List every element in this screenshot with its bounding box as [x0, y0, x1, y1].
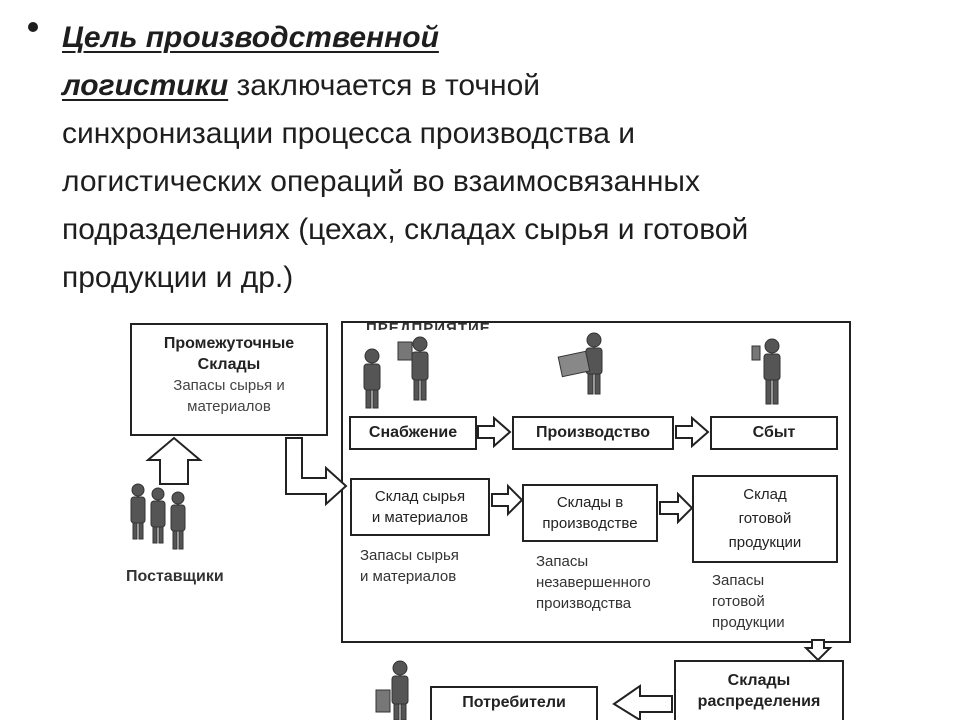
raw-stock-line-1: Запасы сырья: [360, 547, 459, 564]
raw-stock-line-2: и материалов: [360, 568, 457, 585]
raw-warehouse-box: Склад сырья и материалов: [350, 478, 490, 536]
workers-supply-icon: [363, 336, 429, 409]
arrow-prod-to-fg: [659, 491, 694, 525]
arrow-production-sales: [675, 415, 710, 449]
arrow-supply-production: [477, 415, 512, 449]
raw-warehouse-line-1: Склад сырья: [374, 488, 466, 505]
wip-stock-line-3: производства: [536, 595, 632, 612]
fg-warehouse-line-2: готовой: [738, 510, 792, 527]
fg-warehouse-line-1: Склад: [743, 486, 787, 503]
term-highlight-1: Цель производственной: [62, 21, 439, 54]
wip-stock-line-2: незавершенного: [536, 574, 651, 591]
arrow-suppliers-up: [145, 436, 203, 485]
consumers-box: Потребители: [430, 686, 598, 720]
intermediate-warehouses-box: Промежуточные Склады Запасы сырья и мате…: [130, 323, 328, 436]
raw-warehouse-line-2: и материалов: [371, 509, 469, 526]
bullet-point: [28, 22, 38, 32]
suppliers-label: Поставщики: [126, 568, 224, 585]
arrow-intermediate-to-raw: [285, 437, 348, 507]
fg-warehouse-line-3: продукции: [728, 534, 802, 551]
production-warehouses-line-1: Склады в: [556, 494, 624, 511]
fg-stock-line-1: Запасы: [712, 572, 765, 589]
worker-sales-icon: [751, 338, 781, 405]
supply-box: Снабжение: [349, 416, 477, 450]
enterprise-label: ПРЕДПРИЯТИЕ: [366, 320, 491, 330]
intermediate-title-2: Склады: [197, 356, 261, 373]
intermediate-sub-1: Запасы сырья и: [173, 377, 285, 394]
wip-stock-caption: Запасы незавершенного производства: [536, 551, 651, 614]
bullet-line-4: логистических операций во взаимосвязанны…: [62, 165, 700, 198]
term-highlight-2: логистики: [62, 69, 229, 102]
distribution-line-1: Склады: [727, 672, 791, 689]
fg-stock-caption: Запасы готовой продукции: [712, 570, 785, 633]
sales-box: Сбыт: [710, 416, 838, 450]
suppliers-icon: [130, 483, 186, 550]
worker-production-icon: [557, 332, 603, 395]
arrow-to-consumers: [612, 684, 673, 720]
consumers-icon: [375, 660, 409, 720]
arrow-to-distribution: [803, 639, 833, 662]
bullet-text: Цель производственной логистики заключае…: [62, 14, 957, 302]
arrow-raw-to-prod: [491, 483, 524, 517]
fg-stock-line-2: готовой: [712, 593, 765, 610]
production-warehouses-box: Склады в производстве: [522, 484, 658, 542]
intermediate-title-1: Промежуточные: [163, 335, 295, 352]
bullet-line-2-rest: заключается в точной: [228, 69, 541, 102]
wip-stock-line-1: Запасы: [536, 553, 589, 570]
bullet-line-5: подразделениях (цехах, складах сырья и г…: [62, 213, 749, 246]
production-box: Производство: [512, 416, 674, 450]
production-warehouses-line-2: производстве: [542, 515, 638, 532]
distribution-line-2: распределения: [697, 693, 821, 710]
distribution-warehouses-box: Склады распределения: [674, 660, 844, 720]
raw-stock-caption: Запасы сырья и материалов: [360, 545, 459, 587]
bullet-line-3: синхронизации процесса производства и: [62, 117, 636, 150]
intermediate-sub-2: материалов: [187, 398, 271, 415]
fg-stock-line-3: продукции: [712, 614, 785, 631]
bullet-line-6: продукции и др.): [62, 261, 294, 294]
finished-goods-warehouse-box: Склад готовой продукции: [692, 475, 838, 563]
